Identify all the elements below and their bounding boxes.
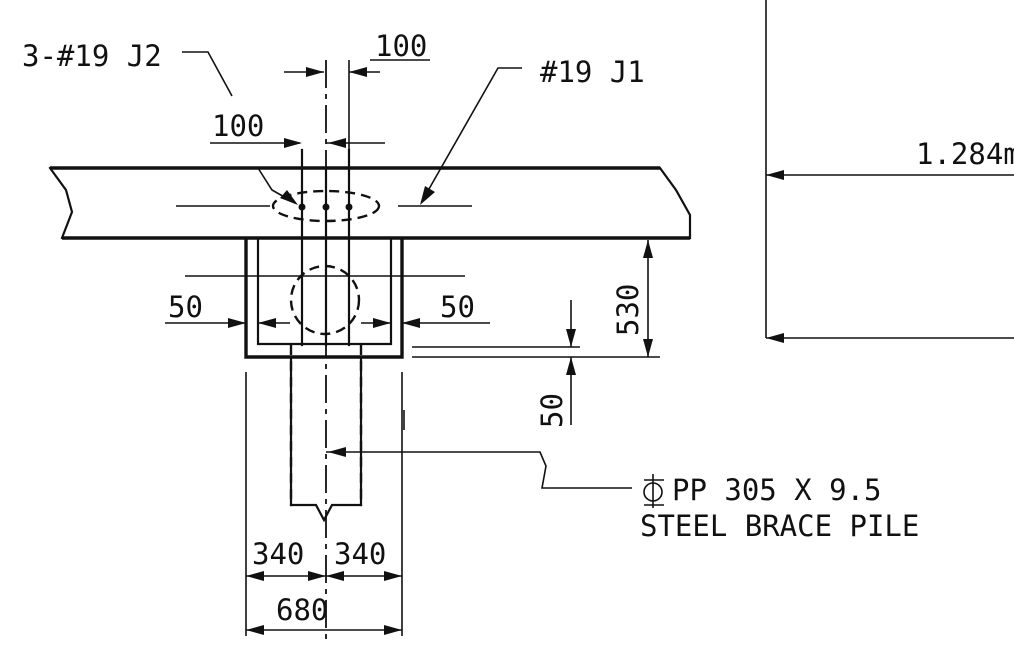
dim-100-top-label: 100 <box>375 29 427 63</box>
deck-slab <box>48 166 692 240</box>
leader-j1 <box>420 67 522 205</box>
pile-label-line2: STEEL BRACE PILE <box>640 509 919 543</box>
dimension-680 <box>246 625 402 635</box>
label-bars-j2: 3-#19 J2 <box>22 39 162 73</box>
dim-530-label: 530 <box>611 284 645 336</box>
dimension-100-top <box>284 59 430 168</box>
dim-1284-label: 1.284m <box>916 137 1014 171</box>
dimension-50-vertical <box>566 300 576 425</box>
extension-lines <box>245 372 405 636</box>
pile-label-line1: PP 305 X 9.5 <box>672 473 882 507</box>
dimension-100-left <box>210 138 385 148</box>
dimension-530 <box>643 240 653 357</box>
label-bar-j1: #19 J1 <box>540 55 645 89</box>
leader-pile <box>326 447 632 489</box>
centerline-symbol <box>643 474 664 508</box>
reference-lines <box>176 205 660 358</box>
dim-680-label: 680 <box>276 593 328 627</box>
dim-50-left-label: 50 <box>168 290 203 324</box>
pile-cap <box>244 236 404 359</box>
dim-50-right-label: 50 <box>440 290 475 324</box>
dim-100-left-label: 100 <box>212 109 264 143</box>
dimension-340-340 <box>246 571 402 581</box>
dim-340-right-label: 340 <box>334 537 386 571</box>
dimension-50-horizontal <box>165 318 490 328</box>
dimension-1284 <box>765 0 1014 343</box>
dim-50-vertical-label: 50 <box>535 393 569 428</box>
leader-j2 <box>182 51 298 205</box>
steel-brace-pile <box>289 60 363 640</box>
dim-340-left-label: 340 <box>252 537 304 571</box>
